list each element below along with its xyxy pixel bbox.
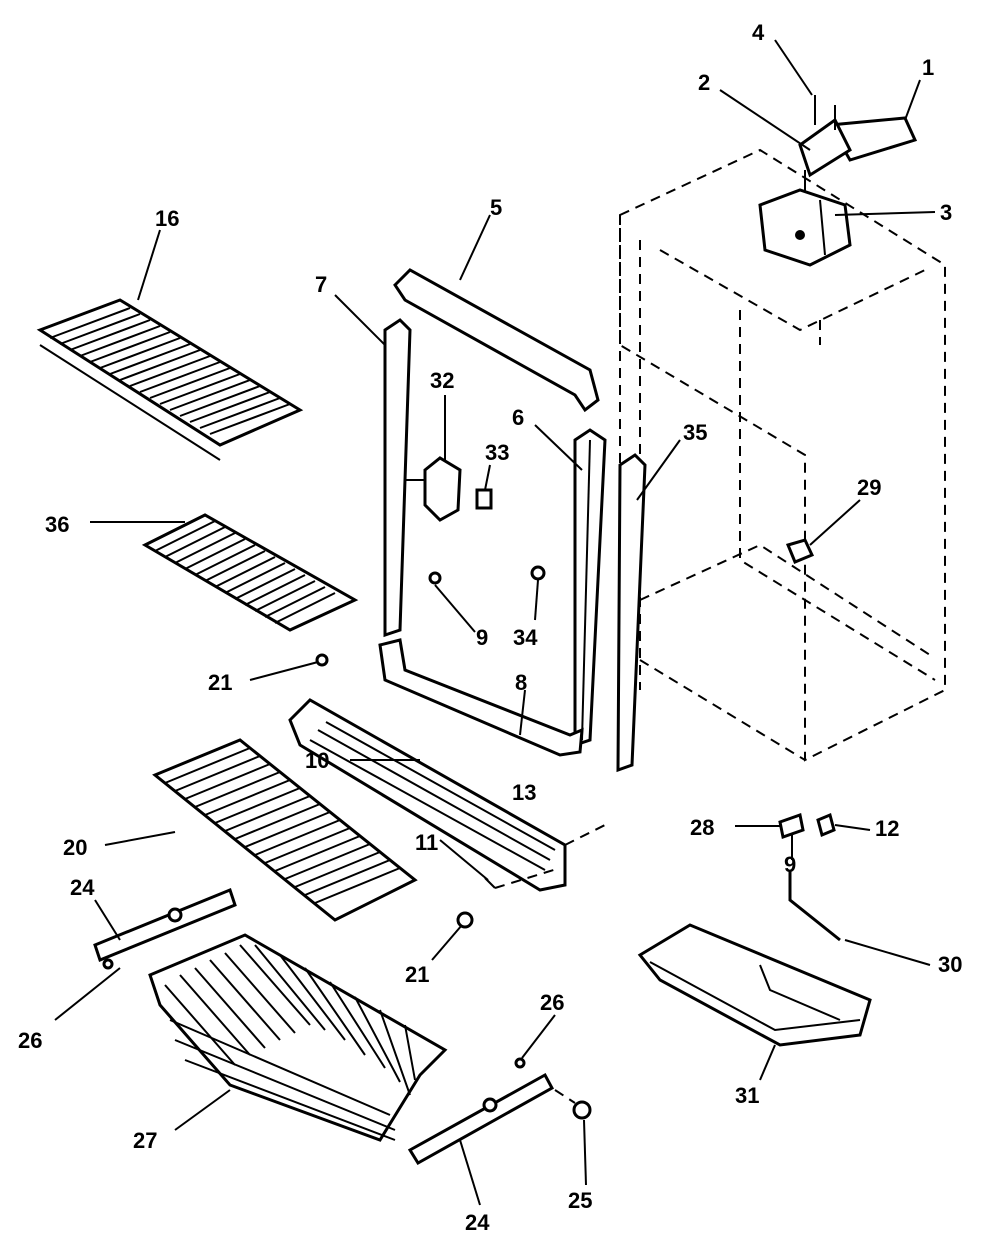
callout-5: 5 [490, 195, 502, 220]
callout-12: 12 [875, 816, 899, 841]
slide-rail-right [407, 1072, 555, 1166]
wire-basket [148, 933, 448, 1142]
top-door-trim [393, 268, 600, 413]
callout-labels: 1 2 3 4 5 6 7 8 9 9 10 11 12 13 16 20 21… [18, 20, 962, 1235]
hinge-cover [758, 188, 852, 267]
callout-27: 27 [133, 1128, 157, 1153]
callout-8: 8 [515, 670, 527, 695]
bracket-34 [530, 565, 546, 581]
callout-26b: 26 [540, 990, 564, 1015]
door-switch [405, 456, 462, 522]
screw-12 [816, 812, 836, 838]
callout-1: 1 [922, 55, 934, 80]
switch-clip [475, 488, 493, 510]
drain-tube [788, 870, 841, 942]
screw-21-bottom [456, 911, 474, 929]
plug-29 [785, 538, 815, 564]
callout-3: 3 [940, 200, 952, 225]
callout-21a: 21 [208, 670, 232, 695]
screw-26-left [102, 958, 114, 970]
drain-pan [637, 923, 872, 1047]
callout-34: 34 [513, 625, 538, 650]
callout-36: 36 [45, 512, 69, 537]
callout-31: 31 [735, 1083, 759, 1108]
slide-rail-left [93, 888, 237, 962]
bracket-9 [428, 571, 476, 633]
screw-21-top [315, 653, 329, 667]
callout-7: 7 [315, 272, 327, 297]
callout-24a: 24 [70, 875, 95, 900]
bottom-door-trim [378, 638, 584, 757]
callout-30: 30 [938, 952, 962, 977]
callout-20: 20 [63, 835, 87, 860]
callout-21b: 21 [405, 962, 429, 987]
callout-9a: 9 [476, 625, 488, 650]
callout-24b: 24 [465, 1210, 490, 1235]
callout-25: 25 [568, 1188, 592, 1213]
left-door-trim [383, 318, 412, 638]
callout-13: 13 [512, 780, 536, 805]
hinge-pin-28 [778, 813, 805, 860]
right-door-trim [573, 428, 607, 748]
screw-26-right [514, 1057, 526, 1069]
callout-28: 28 [690, 815, 714, 840]
callout-10: 10 [305, 748, 329, 773]
callout-11: 11 [415, 830, 438, 855]
door-gasket-35 [616, 453, 647, 773]
callout-33: 33 [485, 440, 509, 465]
callout-9b: 9 [784, 852, 796, 877]
callout-2: 2 [698, 70, 710, 95]
callout-6: 6 [512, 405, 524, 430]
callout-29: 29 [857, 475, 881, 500]
callout-26a: 26 [18, 1028, 42, 1053]
roller-25 [554, 1089, 592, 1120]
callout-32: 32 [430, 368, 454, 393]
top-hinge [798, 95, 918, 205]
kick-plate [288, 698, 606, 892]
shelf-20 [152, 738, 418, 922]
leader-lines [54, 39, 936, 1206]
callout-4: 4 [752, 20, 765, 45]
shelf-36 [141, 513, 359, 632]
callout-35: 35 [683, 420, 707, 445]
shelf-16 [36, 298, 304, 461]
callout-16: 16 [155, 206, 179, 231]
